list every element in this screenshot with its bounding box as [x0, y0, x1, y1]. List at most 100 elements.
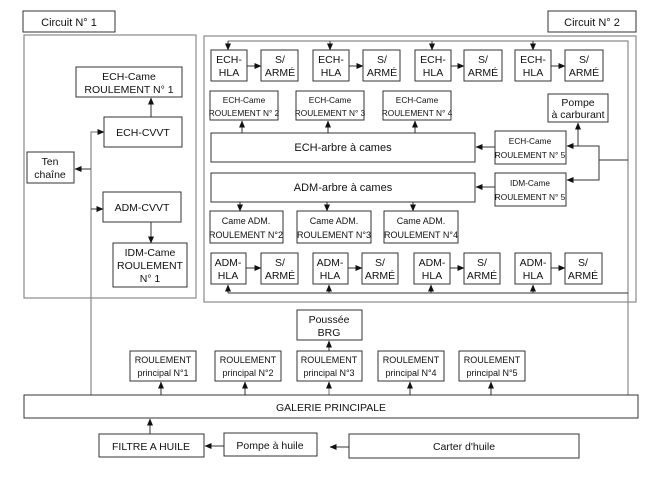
circuit-2-supply-line — [228, 40, 629, 395]
svg-text:IDM-Came: IDM-Came — [125, 247, 176, 259]
svg-text:HLA: HLA — [321, 67, 341, 79]
adm-hla-2: ADM- HLA — [312, 252, 349, 285]
svg-text:ARMÉ: ARMÉ — [365, 269, 395, 282]
svg-text:ROULEMENT N°2: ROULEMENT N°2 — [209, 230, 283, 240]
svg-text:ARMÉ: ARMÉ — [468, 66, 498, 79]
circuit-2-label: Circuit N° 2 — [564, 17, 620, 29]
ech-hla-2: ECH- HLA — [312, 49, 350, 82]
svg-text:ADM-: ADM- — [317, 257, 344, 269]
svg-text:S/: S/ — [377, 54, 387, 66]
adm-hla-1: ADM- HLA — [210, 252, 247, 285]
svg-text:Came ADM.: Came ADM. — [397, 216, 446, 226]
svg-text:chaîne: chaîne — [34, 169, 66, 181]
svg-text:ROULEMENT: ROULEMENT — [117, 260, 184, 272]
main-bearing-2: ROULEMENT principal N°2 — [214, 350, 282, 382]
svg-text:ARMÉ: ARMÉ — [569, 66, 599, 79]
svg-text:ECH-: ECH- — [420, 54, 446, 66]
svg-text:Came ADM.: Came ADM. — [310, 216, 359, 226]
svg-text:ECH-CVVT: ECH-CVVT — [116, 127, 170, 139]
svg-text:IDM-Came: IDM-Came — [510, 178, 550, 188]
svg-text:principal N°2: principal N°2 — [222, 368, 273, 378]
svg-text:S/: S/ — [578, 257, 588, 269]
feed-line-ech-cvvt — [90, 129, 105, 395]
ech-came-bearing-2: ECH-Came ROULEMENT N° 2 — [209, 90, 280, 121]
svg-text:ROULEMENT N° 1: ROULEMENT N° 1 — [84, 84, 173, 96]
svg-text:ECH-Came: ECH-Came — [509, 136, 552, 146]
s-arme-adm-1: S/ ARMÉ — [260, 252, 299, 285]
svg-text:ARMÉ: ARMÉ — [265, 66, 295, 79]
ech-arbre-a-cames: ECH-arbre à cames — [210, 132, 476, 163]
svg-text:Pompe: Pompe — [561, 97, 594, 109]
svg-text:N° 1: N° 1 — [140, 273, 161, 285]
svg-text:principal N°1: principal N°1 — [137, 368, 188, 378]
svg-text:ECH-Came: ECH-Came — [102, 71, 156, 83]
svg-text:Ten: Ten — [42, 156, 59, 168]
svg-text:Pompe à huile: Pompe à huile — [236, 440, 303, 452]
s-arme-adm-4: S/ ARMÉ — [564, 252, 603, 285]
svg-text:ROULEMENT N° 3: ROULEMENT N° 3 — [295, 108, 366, 118]
svg-text:ARMÉ: ARMÉ — [467, 269, 497, 282]
svg-text:ADM-arbre à cames: ADM-arbre à cames — [294, 182, 393, 194]
svg-text:ROULEMENT: ROULEMENT — [220, 355, 277, 365]
adm-cvvt: ADM-CVVT — [102, 191, 182, 223]
svg-text:HLA: HLA — [219, 67, 239, 79]
svg-text:à carburant: à carburant — [551, 109, 604, 121]
svg-text:S/: S/ — [477, 257, 487, 269]
svg-text:ROULEMENT N°3: ROULEMENT N°3 — [297, 230, 371, 240]
idm-came-bearing-5: IDM-Came ROULEMENT N° 5 — [494, 172, 567, 207]
s-arme-2: S/ ARMÉ — [362, 49, 401, 82]
circuit-1: Circuit N° 1 ECH-Came ROULEMENT N° 1 ECH… — [22, 10, 197, 395]
svg-text:HLA: HLA — [320, 270, 340, 282]
ech-hla-row: ECH- HLA S/ ARMÉ ECH- HLA S/ ARMÉ — [210, 49, 604, 82]
svg-text:BRG: BRG — [318, 327, 341, 339]
svg-text:Came ADM.: Came ADM. — [222, 216, 271, 226]
adm-hla-4: ADM- HLA — [514, 252, 552, 285]
svg-text:HLA: HLA — [423, 67, 443, 79]
main-bearing-3: ROULEMENT principal N°3 — [296, 350, 363, 382]
svg-text:HLA: HLA — [523, 270, 543, 282]
svg-text:ECH-Came: ECH-Came — [223, 95, 266, 105]
poussee-brg: Poussée BRG — [296, 309, 363, 341]
svg-text:Carter d'huile: Carter d'huile — [433, 441, 495, 453]
svg-text:S/: S/ — [275, 257, 285, 269]
svg-text:HLA: HLA — [523, 67, 543, 79]
svg-text:S/: S/ — [478, 54, 488, 66]
s-arme-adm-3: S/ ARMÉ — [463, 252, 501, 285]
ten-chaine: Ten chaîne — [26, 151, 75, 184]
svg-text:ROULEMENT: ROULEMENT — [135, 355, 192, 365]
circuit-2-frame — [203, 35, 637, 303]
ech-came-bearing-1: ECH-Came ROULEMENT N° 1 — [75, 66, 183, 98]
galerie-principale: GALERIE PRINCIPALE — [23, 394, 639, 419]
svg-text:S/: S/ — [579, 54, 589, 66]
svg-text:ROULEMENT N° 5: ROULEMENT N° 5 — [495, 150, 566, 160]
s-arme-3: S/ ARMÉ — [463, 49, 503, 82]
svg-text:principal N°5: principal N°5 — [466, 368, 517, 378]
main-bearing-5: ROULEMENT principal N°5 — [458, 350, 526, 382]
svg-text:ADM-: ADM- — [419, 257, 446, 269]
svg-text:ECH-: ECH- — [520, 54, 546, 66]
svg-text:GALERIE PRINCIPALE: GALERIE PRINCIPALE — [276, 402, 386, 414]
svg-text:ECH-Came: ECH-Came — [396, 95, 439, 105]
circuit-1-label: Circuit N° 1 — [41, 17, 97, 29]
svg-text:ROULEMENT: ROULEMENT — [383, 355, 440, 365]
adm-hla-row: ADM- HLA S/ ARMÉ ADM- HLA S/ ARMÉ — [210, 252, 603, 285]
main-bearing-1: ROULEMENT principal N°1 — [129, 350, 197, 382]
feed-ech-came-5 — [566, 143, 628, 161]
svg-text:HLA: HLA — [422, 270, 442, 282]
feed-idm-came-5 — [566, 160, 600, 183]
circuit-1-frame — [23, 34, 197, 299]
svg-text:ADM-: ADM- — [215, 257, 242, 269]
svg-text:ROULEMENT N° 5: ROULEMENT N° 5 — [495, 192, 566, 202]
svg-text:ROULEMENT: ROULEMENT — [464, 355, 521, 365]
ech-came-bearing-3: ECH-Came ROULEMENT N° 3 — [295, 90, 366, 121]
circuit-2: Circuit N° 2 ECH- HLA S/ ARMÉ ECH- — [203, 10, 637, 395]
svg-text:FILTRE A HUILE: FILTRE A HUILE — [112, 441, 190, 453]
adm-hla-3: ADM- HLA — [413, 252, 451, 285]
svg-text:ECH-: ECH- — [318, 54, 344, 66]
svg-text:S/: S/ — [375, 257, 385, 269]
filtre-a-huile: FILTRE A HUILE — [98, 433, 205, 458]
s-arme-1: S/ ARMÉ — [260, 49, 299, 82]
svg-text:Poussée: Poussée — [309, 314, 350, 326]
svg-text:ARMÉ: ARMÉ — [265, 269, 295, 282]
